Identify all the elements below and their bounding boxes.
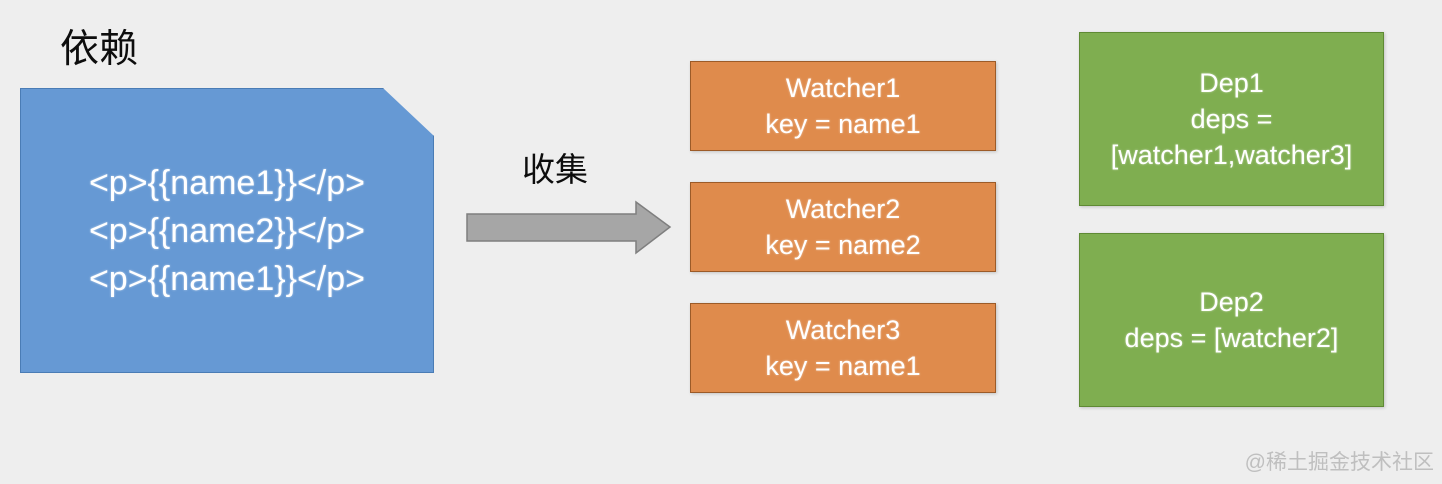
template-block-shape (20, 88, 434, 373)
watcher-title: Watcher3 (785, 315, 901, 345)
watcher-box-3: Watcher3 key = name1 (690, 303, 996, 393)
dep-deps-value: deps = [watcher2] (1124, 323, 1339, 353)
watcher-detail: key = name1 (765, 109, 921, 139)
watcher-detail: key = name1 (765, 351, 921, 381)
dep-title: Dep2 (1199, 287, 1264, 317)
dep-deps-label: deps = (1190, 104, 1273, 134)
dep-box-2: Dep2 deps = [watcher2] (1079, 233, 1384, 407)
watcher-title: Watcher2 (785, 194, 901, 224)
collect-arrow-icon (466, 200, 672, 255)
dep-box-1: Dep1 deps = [watcher1,watcher3] (1079, 32, 1384, 206)
watcher-box-1: Watcher1 key = name1 (690, 61, 996, 151)
dependency-label: 依赖 (60, 28, 139, 71)
watcher-detail: key = name2 (765, 230, 921, 260)
dep-deps-value: [watcher1,watcher3] (1110, 140, 1353, 170)
dep-title: Dep1 (1199, 68, 1264, 98)
watcher-title: Watcher1 (785, 73, 901, 103)
collect-label: 收集 (522, 151, 588, 188)
watermark: @稀土掘金技术社区 (1244, 450, 1434, 474)
watcher-box-2: Watcher2 key = name2 (690, 182, 996, 272)
